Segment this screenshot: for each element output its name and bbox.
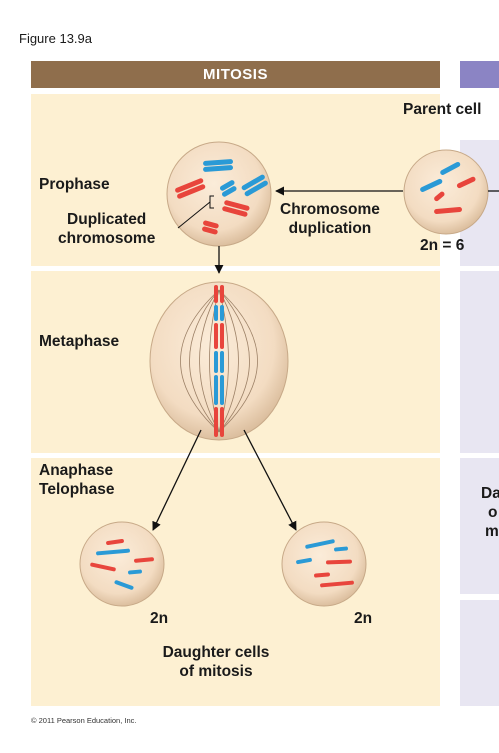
meiosis-panel-4 [460, 600, 499, 706]
mitosis-banner-label: MITOSIS [203, 66, 268, 83]
metaphase-cell [149, 281, 289, 441]
two-n-six-label: 2n = 6 [420, 237, 465, 254]
right-daughter-cell [281, 521, 367, 607]
meiosis-panel-3 [460, 458, 499, 594]
anaphase-telophase-label: Anaphase Telophase [39, 462, 115, 498]
chromosome-duplication-label: Chromosome duplication [280, 201, 380, 237]
prophase-label: Prophase [39, 176, 110, 193]
daughter-cells-label: Daughter cells of mitosis [162, 644, 270, 680]
meiosis-clipped-label-3: m [485, 523, 499, 540]
parent-cell [403, 149, 489, 235]
copyright-notice: © 2011 Pearson Education, Inc. [31, 716, 137, 725]
to-right-daughter-arrow [243, 429, 297, 531]
duplicated-chromosome-label: Duplicated chromosome [58, 211, 156, 247]
metaphase-label: Metaphase [39, 333, 120, 350]
meiosis-banner-clipped [460, 61, 499, 88]
right-daughter-ploidy-label: 2n [354, 610, 373, 627]
meiosis-clipped-label-1: Da [481, 485, 499, 502]
figure-title: Figure 13.9a [19, 31, 92, 46]
left-daughter-cell [79, 521, 165, 607]
meiosis-panel-2 [460, 271, 499, 453]
meiosis-clipped-label-2: o [488, 504, 498, 521]
to-left-daughter-arrow [152, 429, 202, 531]
mitosis-banner [31, 61, 440, 88]
parent-cell-label: Parent cell [403, 101, 482, 118]
left-daughter-ploidy-label: 2n [150, 610, 169, 627]
prophase-cell [166, 141, 272, 247]
